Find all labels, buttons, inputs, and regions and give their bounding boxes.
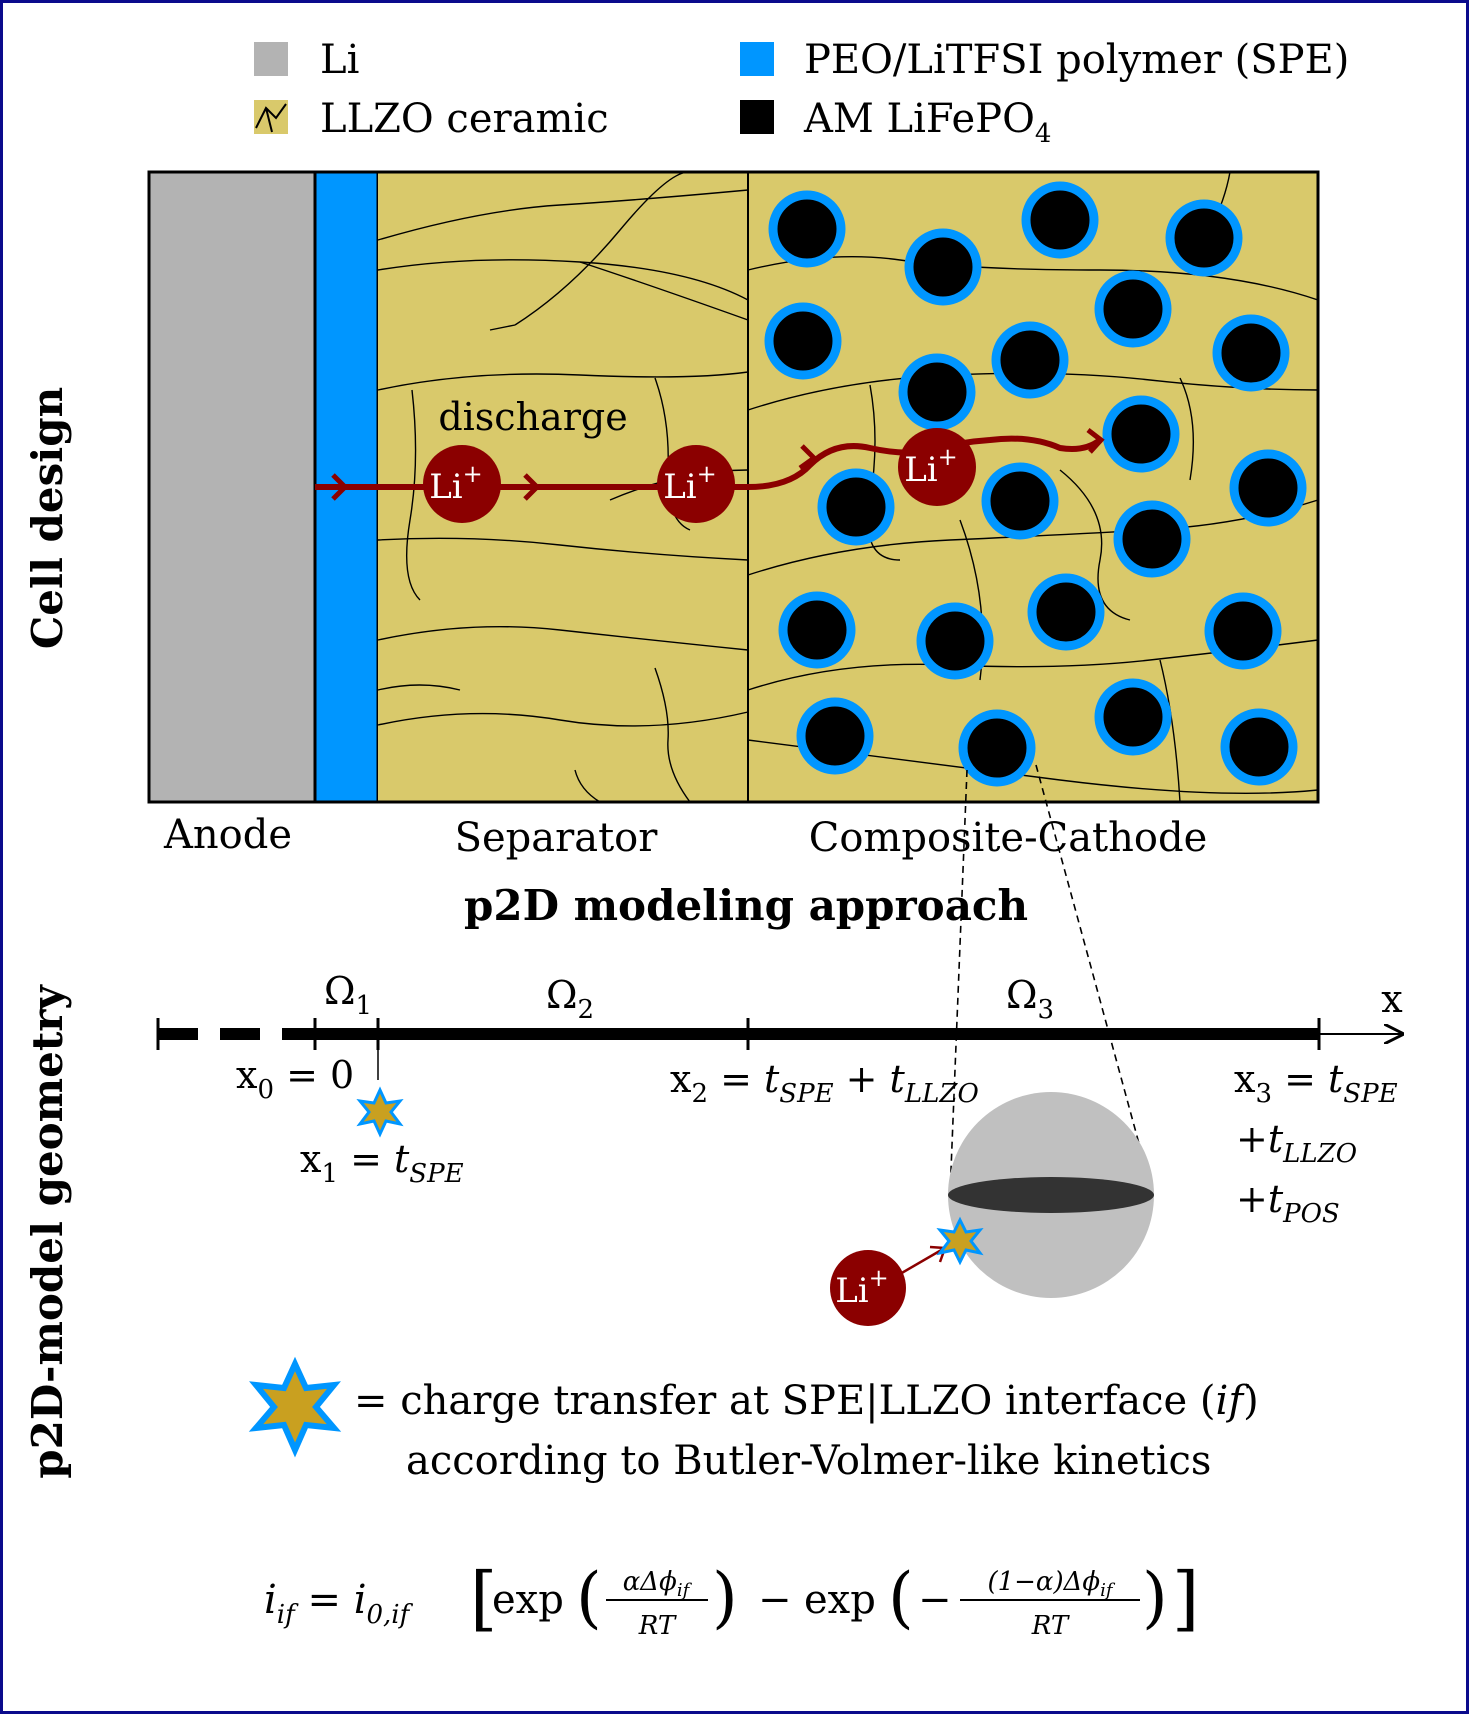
li-ion-1: Li+ <box>423 445 501 523</box>
separator-label: Separator <box>455 815 659 861</box>
svg-text:Li+: Li+ <box>835 1264 889 1311</box>
am-particle <box>981 462 1059 540</box>
legend: Li LLZO ceramic PEO/LiTFSI polymer (SPE)… <box>254 37 1349 149</box>
svg-text:(: ( <box>576 1559 602 1636</box>
legend-li-label: Li <box>320 37 359 83</box>
am-particle <box>1165 199 1243 277</box>
x3-line2: +tLLZO <box>1236 1117 1357 1169</box>
am-particle <box>764 302 842 380</box>
cell-diagram: discharge Li+ Li+ Li+ <box>147 170 1320 804</box>
zoom-line-right <box>1035 764 1154 1196</box>
svg-text:−: − <box>918 1577 952 1623</box>
anode-region <box>149 172 315 802</box>
svg-text:]: ] <box>1172 1557 1199 1639</box>
li-ion-3: Li+ <box>898 428 976 506</box>
am-particle <box>1102 395 1180 473</box>
interface-star-particle <box>936 1216 984 1266</box>
svg-text:iif = i0,if: iif = i0,if <box>264 1577 414 1630</box>
am-particle <box>916 602 994 680</box>
am-particle <box>904 228 982 306</box>
legend-llzo-swatch <box>254 100 288 134</box>
li-ion-2: Li+ <box>657 445 735 523</box>
am-particle <box>898 353 976 431</box>
svg-text:Li+: Li+ <box>904 443 958 490</box>
svg-text:Li+: Li+ <box>663 460 717 507</box>
legend-li-swatch <box>254 42 288 76</box>
butler-volmer-equation: iif = i0,if [ exp ( αΔϕif RT ) − exp ( −… <box>264 1557 1199 1641</box>
am-particle <box>1094 678 1172 756</box>
svg-text:exp: exp <box>492 1577 564 1623</box>
svg-text:[: [ <box>470 1557 497 1639</box>
svg-text:): ) <box>712 1559 738 1636</box>
svg-text:exp: exp <box>804 1577 876 1623</box>
legend-spe-label: PEO/LiTFSI polymer (SPE) <box>804 37 1349 83</box>
domain-axis <box>156 1018 1402 1080</box>
note-line-1: = charge transfer at SPE|LLZO interface … <box>354 1378 1259 1424</box>
omega-1-label: Ω1 <box>324 969 372 1021</box>
zoom-line-left <box>949 769 968 1196</box>
svg-text:RT: RT <box>638 1611 677 1641</box>
omega-3-label: Ω3 <box>1006 973 1054 1025</box>
legend-llzo-label: LLZO ceramic <box>320 96 609 142</box>
x3-line3: +tPOS <box>1236 1177 1340 1229</box>
svg-text:RT: RT <box>1031 1611 1070 1641</box>
am-particle <box>1027 573 1105 651</box>
cell-outline <box>147 170 1320 804</box>
svg-text:): ) <box>1142 1559 1168 1636</box>
axis-x-label: x <box>1381 977 1402 1021</box>
approach-title: p2D modeling approach <box>464 881 1028 930</box>
legend-am-swatch <box>740 100 774 134</box>
am-particle <box>991 321 1069 399</box>
am-particle <box>1021 181 1099 259</box>
discharge-label: discharge <box>438 395 627 439</box>
am-particle <box>1204 592 1282 670</box>
am-particle <box>768 190 846 268</box>
note-line-2: according to Butler-Volmer-like kinetics <box>406 1438 1211 1484</box>
am-particle <box>1113 500 1191 578</box>
active-material-particles <box>764 181 1307 787</box>
svg-text:αΔϕif: αΔϕif <box>623 1567 693 1601</box>
x1-label: x1 = tSPE <box>300 1137 464 1189</box>
am-particle <box>1220 708 1298 786</box>
side-label-cell-design: Cell design <box>23 387 72 649</box>
interface-star-x1 <box>356 1086 404 1138</box>
svg-text:Li+: Li+ <box>429 460 483 507</box>
note-star-icon <box>248 1356 342 1458</box>
legend-am-label: AM LiFePO4 <box>803 96 1051 149</box>
legend-spe-swatch <box>740 42 774 76</box>
am-particle <box>1212 314 1290 392</box>
li-ion-4: Li+ <box>830 1243 951 1326</box>
cathode-label: Composite-Cathode <box>809 815 1208 861</box>
particle-sphere <box>948 1092 1154 1298</box>
am-particle <box>796 697 874 775</box>
svg-text:(: ( <box>888 1559 914 1636</box>
x3-label: x3 = tSPE <box>1234 1057 1398 1109</box>
side-label-geometry: p2D-model geometry <box>23 984 72 1479</box>
am-particle <box>1229 449 1307 527</box>
am-particle <box>958 709 1036 787</box>
am-particle <box>778 591 856 669</box>
anode-label: Anode <box>163 812 292 858</box>
svg-text:−: − <box>758 1577 792 1623</box>
svg-text:(1−α)Δϕif: (1−α)Δϕif <box>987 1567 1115 1601</box>
omega-2-label: Ω2 <box>546 973 594 1025</box>
am-particle <box>817 468 895 546</box>
x2-label: x2 = tSPE + tLLZO <box>670 1057 979 1109</box>
x0-label: x0 = 0 <box>236 1053 354 1105</box>
am-particle <box>1094 270 1172 348</box>
